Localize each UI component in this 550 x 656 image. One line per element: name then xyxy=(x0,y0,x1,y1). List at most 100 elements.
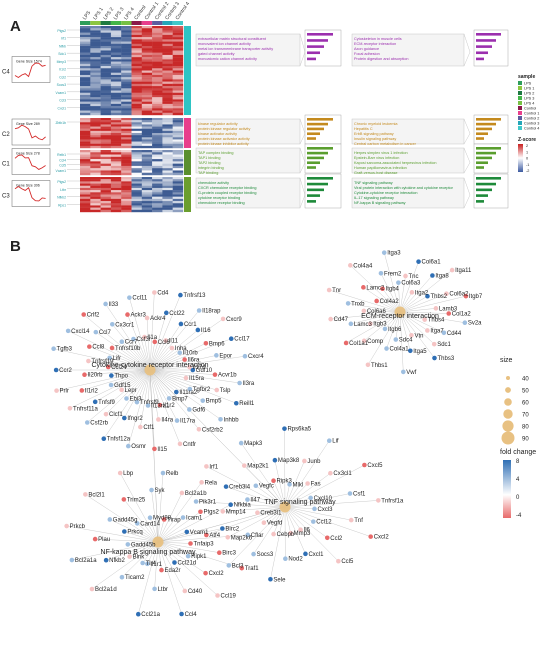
gene-edge xyxy=(149,329,198,371)
heatmap-cell xyxy=(121,103,132,107)
heatmap-cell xyxy=(141,161,153,164)
heatmap-cell xyxy=(131,112,142,116)
kegg-term: Cytoskeleton in muscle cells xyxy=(354,37,402,41)
heatmap-cell xyxy=(162,112,173,116)
gene-node xyxy=(103,411,109,417)
heatmap-cell xyxy=(152,101,163,105)
gene-node xyxy=(409,332,414,338)
heatmap-cell xyxy=(110,110,122,113)
gene-node xyxy=(401,369,406,375)
gene-label: Itga3 xyxy=(387,251,401,257)
heatmap-cell xyxy=(152,192,163,195)
gene-edge xyxy=(103,369,151,439)
gene-label: Tnfrsf11a xyxy=(73,406,99,412)
gene-label: Vcam1 xyxy=(55,91,66,95)
heatmap-cell xyxy=(162,135,173,138)
gene-label: Ccl5 xyxy=(59,164,66,168)
heatmap-cell xyxy=(121,139,132,142)
gene-node xyxy=(216,550,222,556)
kegg-bar xyxy=(476,194,488,197)
heatmap-cell xyxy=(100,48,112,51)
gene-edge xyxy=(95,538,159,543)
go-bar xyxy=(307,57,316,61)
gene-node xyxy=(87,344,92,349)
heatmap-cell xyxy=(90,37,101,40)
gene-label: Ccl24 xyxy=(111,365,127,371)
heatmap-cell xyxy=(100,207,112,211)
gene-node xyxy=(272,457,278,463)
heatmap-cell xyxy=(131,41,142,44)
gene-edge xyxy=(149,340,166,371)
heatmap-cell xyxy=(110,26,122,29)
kegg-term: Insulin signaling pathway xyxy=(354,137,396,141)
gene-label: Tnxb xyxy=(351,301,365,307)
gene-label: Cd47 xyxy=(334,317,349,323)
heatmap-cell xyxy=(172,161,184,164)
gene-node xyxy=(79,388,85,393)
gene-edge xyxy=(244,465,286,508)
heatmap-cell xyxy=(110,99,122,102)
gene-edge xyxy=(89,346,151,371)
heatmap-cell xyxy=(100,143,112,147)
heatmap-cell xyxy=(90,183,101,186)
gene-edge xyxy=(241,442,286,508)
gene-node xyxy=(233,400,239,406)
gene-edge xyxy=(120,472,159,543)
heatmap-cell xyxy=(131,150,142,153)
heatmap-cell xyxy=(90,159,101,162)
gene-node xyxy=(174,389,179,395)
cluster-color-bar xyxy=(184,177,191,212)
heatmap-cell xyxy=(110,209,122,213)
heatmap-cell xyxy=(172,168,184,171)
heatmap-cell xyxy=(172,192,184,195)
heatmap-cell xyxy=(100,181,112,184)
heatmap-cell xyxy=(110,43,122,47)
gene-node xyxy=(193,499,199,504)
heatmap-cell xyxy=(152,185,163,189)
gene-node xyxy=(378,270,384,276)
heatmap-cell xyxy=(121,168,132,171)
gene-edge xyxy=(84,369,151,375)
hub-edge xyxy=(149,369,159,543)
gene-edge xyxy=(149,338,232,371)
gene-label: Tslp xyxy=(220,388,231,394)
heatmap-cell xyxy=(90,156,101,160)
heatmap-cell xyxy=(90,192,101,195)
gene-edge xyxy=(129,297,151,371)
gene-label: Il1a xyxy=(147,335,157,341)
heatmap-cell xyxy=(121,203,132,206)
gene-node xyxy=(214,387,220,393)
gene-edge xyxy=(109,357,151,371)
gene-edge xyxy=(399,296,466,313)
gene-node xyxy=(109,373,114,378)
kegg-bar xyxy=(476,118,501,121)
gene-node xyxy=(425,293,430,299)
heatmap-cell xyxy=(141,187,153,191)
heatmap-cell xyxy=(90,194,101,197)
gene-node xyxy=(144,315,150,321)
gene-label: Tnfrsf9 xyxy=(140,400,159,406)
gene-label: Rps1 xyxy=(58,203,66,207)
heatmap-cell xyxy=(162,97,173,100)
heatmap-cell xyxy=(110,181,122,184)
size-legend-circle xyxy=(505,387,511,393)
heatmap-cell xyxy=(152,179,163,182)
heatmap-cell xyxy=(80,41,91,44)
size-legend-label: 80 xyxy=(522,425,529,431)
heatmap-cell xyxy=(90,81,101,85)
heatmap-cell xyxy=(172,179,184,182)
gene-node xyxy=(203,340,209,346)
gene-node xyxy=(103,557,109,563)
gene-node xyxy=(145,561,150,567)
heatmap-cell xyxy=(80,88,91,91)
heatmap-cell xyxy=(172,39,184,42)
gene-edge xyxy=(133,338,151,371)
heatmap-cell xyxy=(162,88,173,91)
gene-label: Sele xyxy=(273,577,286,583)
gene-label: Col4a2 xyxy=(380,299,400,305)
gene-label: Thbs1 xyxy=(371,363,388,369)
gene-label: Relb xyxy=(166,471,179,477)
gene-label: Prkcb xyxy=(70,524,86,530)
gene-label: Ccl11 xyxy=(132,296,148,302)
gene-node xyxy=(362,462,367,468)
